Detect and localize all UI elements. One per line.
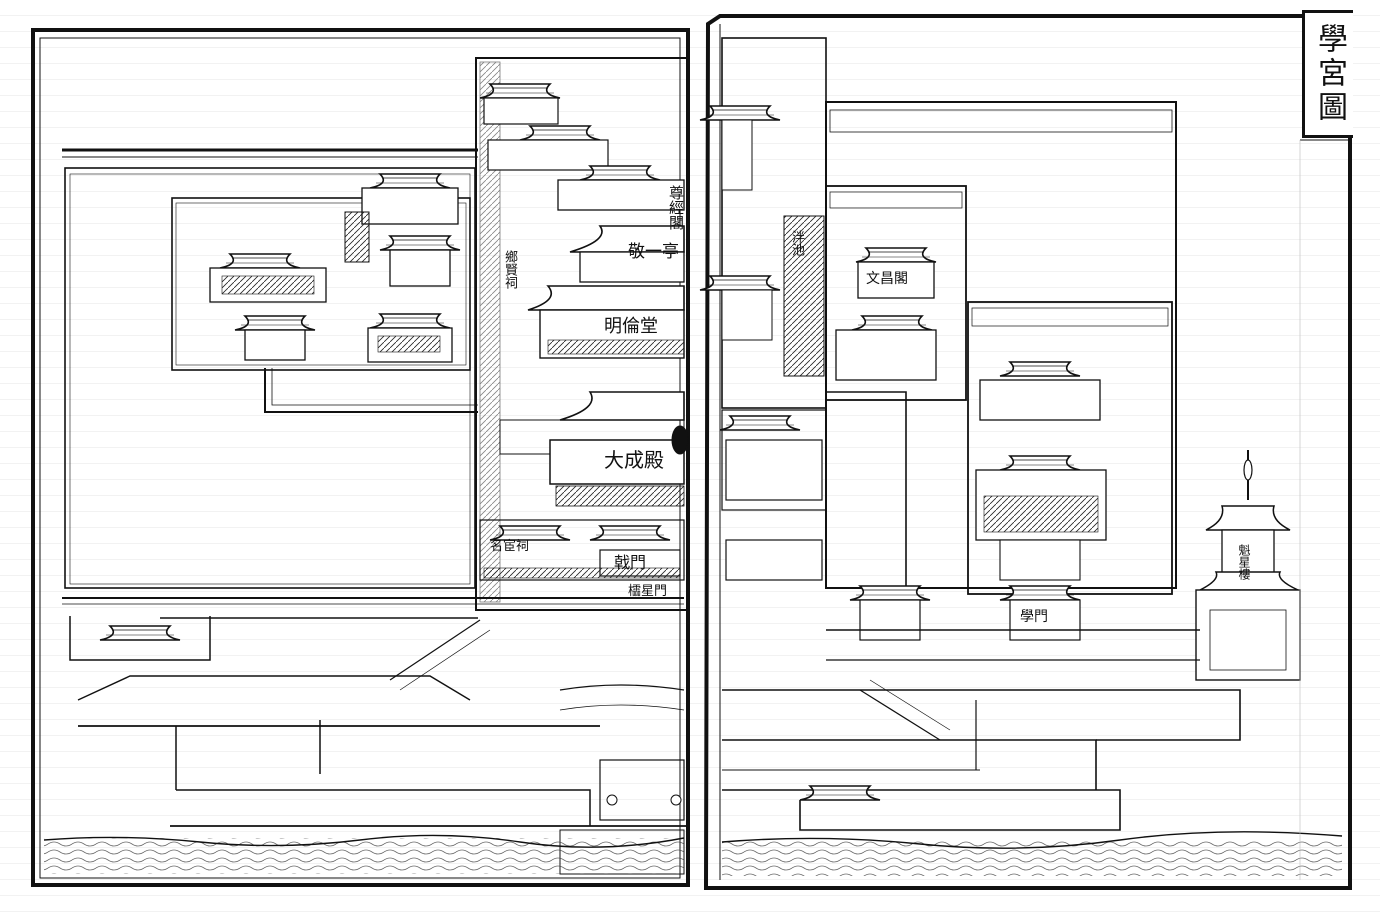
label-pavilion: 敬一亭 <box>628 242 679 262</box>
left-forecourt <box>62 597 686 875</box>
label-library: 文昌閣 <box>866 271 908 287</box>
label-learn-gate: 學門 <box>1020 609 1048 625</box>
right-enclosures <box>825 101 1177 595</box>
left-enclosure-walls <box>62 148 478 589</box>
right-forecourt <box>722 629 1241 831</box>
right-buildings <box>835 247 1301 681</box>
left-central-axis <box>475 57 689 611</box>
label-xian-shrine: 鄉賢祠 <box>502 250 517 289</box>
right-central-axis <box>699 37 827 581</box>
label-lecture-hall: 明倫堂 <box>604 316 658 337</box>
page-title: 學宮圖 <box>1312 23 1347 125</box>
label-ancestor-shrine: 名宦祠 <box>490 539 530 554</box>
label-main-hall: 大成殿 <box>604 448 664 472</box>
label-ling-xing-gate: 櫺星門 <box>628 584 668 599</box>
label-inner-gate: 戟門 <box>614 553 647 572</box>
label-respect-pavilion: 尊經閣 <box>667 185 685 230</box>
left-compound-buildings <box>209 173 461 363</box>
label-kui-xing: 魁星樓 <box>1237 544 1251 580</box>
right-page-frame <box>703 14 1352 890</box>
title-cartouche: 學宮圖 <box>1302 10 1353 138</box>
label-pan-pool: 泮池 <box>789 230 804 256</box>
